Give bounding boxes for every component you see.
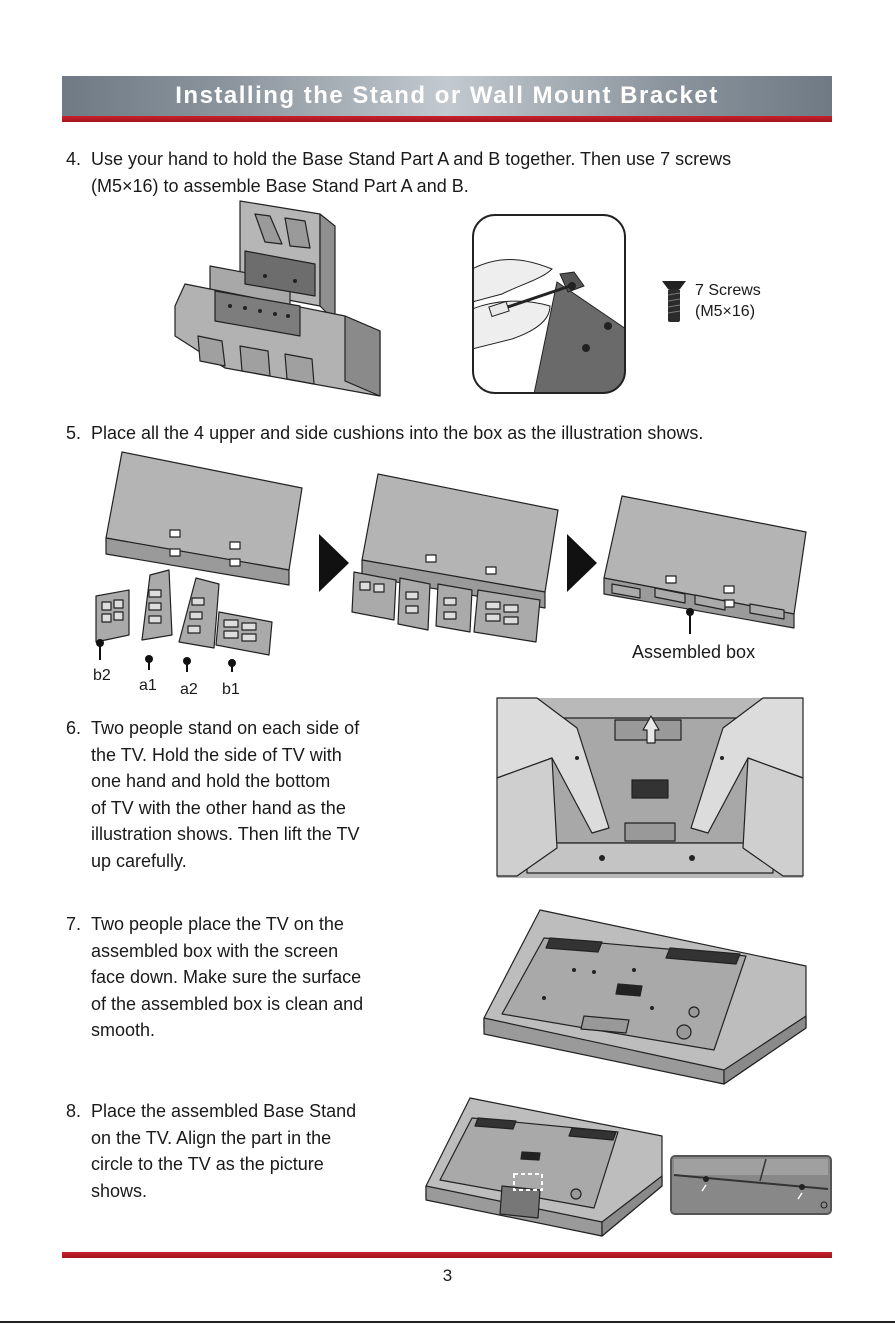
step-line: shows. [91,1178,406,1205]
step-line: up carefully. [91,848,406,875]
step-line: of the assembled box is clean and [91,991,406,1018]
step-number: 7. [66,911,81,938]
step-line: of TV with the other hand as the [91,795,406,822]
section-title: Installing the Stand or Wall Mount Brack… [62,82,832,110]
step-5: 5. Place all the 4 upper and side cushio… [66,420,846,447]
step-number: 5. [66,420,81,447]
screw-label: 7 Screws (M5×16) [695,280,761,322]
arrow-right-icon [567,534,597,592]
screw-count: 7 Screws [695,280,761,301]
step-line: the TV. Hold the side of TV with [91,742,406,769]
step-line: assembled box with the screen [91,938,406,965]
step-number: 4. [66,146,81,173]
step-line: Place the assembled Base Stand [91,1098,406,1125]
step-7: 7. Two people place the TV on the assemb… [66,911,406,1044]
base-stand-assembly-illustration [170,196,400,408]
cushion-label-a2: a2 [180,681,198,699]
step-line: Place all the 4 upper and side cushions … [91,420,846,447]
step-6: 6. Two people stand on each side of the … [66,715,406,874]
step-line: Two people place the TV on the [91,911,406,938]
tv-on-box-illustration [484,908,810,1084]
header-red-bar [62,116,832,122]
bottom-divider [0,1321,895,1323]
footer-red-bar [62,1252,832,1258]
step-line: one hand and hold the bottom [91,768,406,795]
step-line: face down. Make sure the surface [91,964,406,991]
step-line: Use your hand to hold the Base Stand Par… [91,146,846,173]
section-header: Installing the Stand or Wall Mount Brack… [62,76,832,116]
step-number: 6. [66,715,81,742]
step-line: circle to the TV as the picture [91,1151,406,1178]
step-line: smooth. [91,1017,406,1044]
cushion-label-b2: b2 [93,667,111,685]
step-4: 4. Use your hand to hold the Base Stand … [66,146,846,199]
assembled-box-label: Assembled box [632,642,755,663]
page-number: 3 [0,1266,895,1286]
stand-on-tv-illustration [426,1096,666,1238]
cushion-label-a1: a1 [139,677,157,695]
screw-icon [661,280,687,324]
box-with-cushions-illustration [350,472,560,652]
step-line: illustration shows. Then lift the TV [91,821,406,848]
step-line: Two people stand on each side of [91,715,406,742]
screw-size: (M5×16) [695,301,761,322]
assembled-box-illustration [600,494,810,629]
alignment-detail-inset [670,1155,832,1215]
box-and-cushions-illustration [84,450,304,678]
cushion-label-b1: b1 [222,681,240,699]
step-8: 8. Place the assembled Base Stand on the… [66,1098,406,1204]
lifting-tv-illustration [497,698,803,878]
screwdriver-zoom-inset [472,214,626,394]
step-number: 8. [66,1098,81,1125]
step-line: on the TV. Align the part in the [91,1125,406,1152]
arrow-right-icon [319,534,349,592]
